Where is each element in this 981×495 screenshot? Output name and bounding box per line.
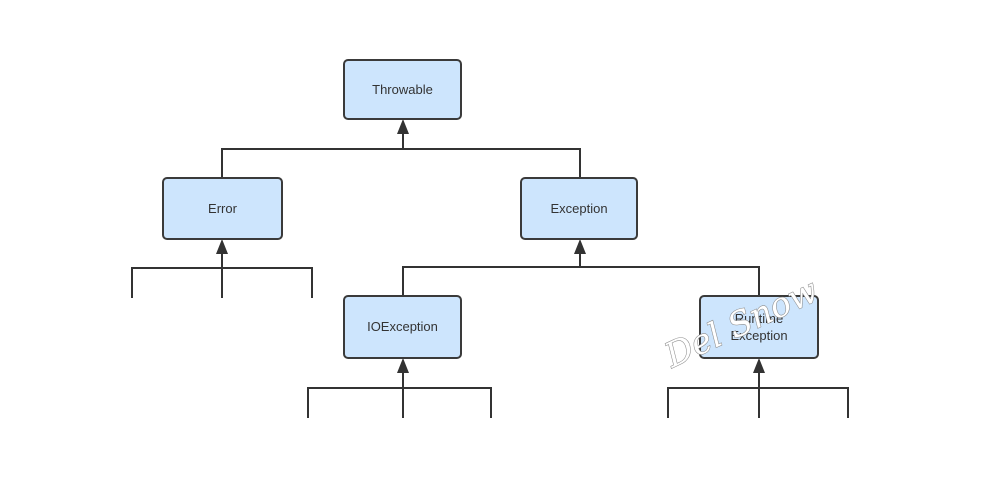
node-runtime-label-line2: Exception [730,328,787,343]
arrowhead-runtime [753,358,765,373]
node-throwable-label: Throwable [372,82,433,97]
node-exception: Exception [520,177,638,240]
node-ioexception: IOException [343,295,462,359]
edge-ioexception-children [307,358,492,418]
edge-error-children [131,239,313,298]
edge-throwable-children [221,119,581,178]
edge-runtime-children [667,358,849,418]
arrowhead-error [216,239,228,254]
node-runtime-exception: Runtime Exception [699,295,819,359]
arrowhead-ioexception [397,358,409,373]
node-error-label: Error [208,201,238,216]
arrowhead-exception [574,239,586,254]
node-ioexception-label: IOException [367,319,438,334]
node-runtime-label-line1: Runtime [735,311,783,326]
arrowhead-throwable [397,119,409,134]
node-exception-label: Exception [550,201,607,216]
node-throwable: Throwable [343,59,462,120]
node-error: Error [162,177,283,240]
edge-exception-children [402,239,760,296]
